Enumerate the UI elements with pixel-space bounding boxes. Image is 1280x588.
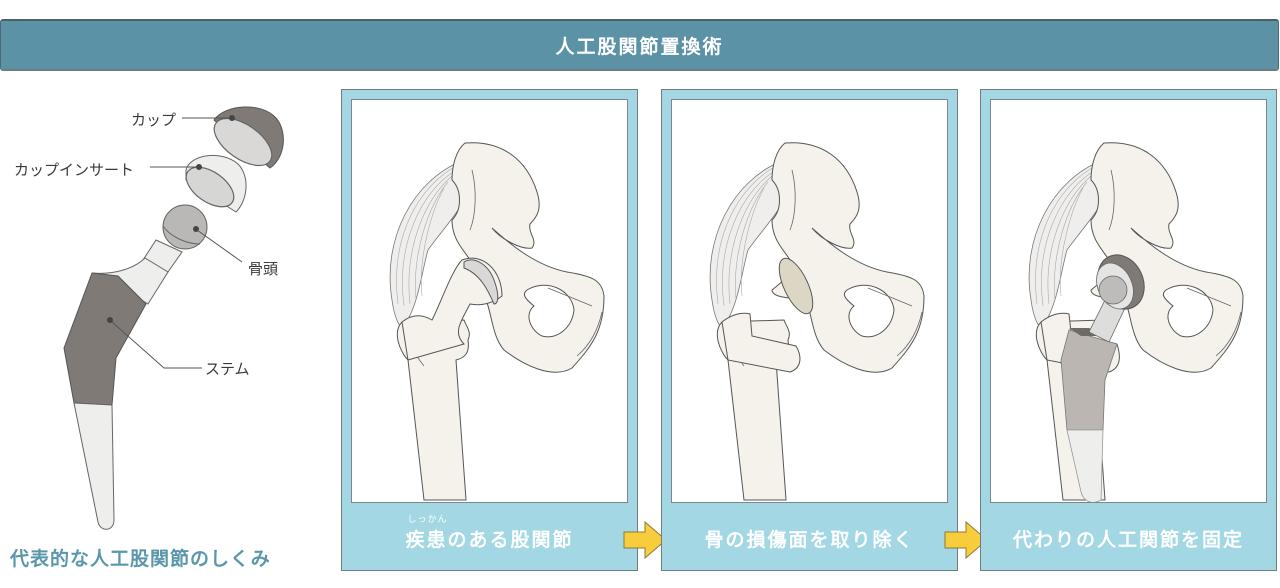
step-panel-3: 代わりの人工関節を固定: [980, 89, 1277, 571]
label-cup-insert: カップインサート: [14, 161, 135, 179]
label-cup: カップ: [131, 111, 177, 129]
implant-illustration: [63, 106, 284, 530]
step-1-illustration-frame: [351, 99, 628, 503]
cup-insert-shape: [150, 154, 247, 213]
furigana: しっかん: [407, 514, 448, 525]
title-bar: 人工股関節置換術: [0, 19, 1279, 71]
prepared-socket: [778, 257, 814, 315]
label-stem: ステム: [205, 360, 250, 378]
cup-shape: [182, 106, 284, 169]
femoral-head-shape: [162, 204, 243, 263]
stem-in-femur: [1060, 329, 1118, 431]
label-femoral-head: 骨頭: [248, 260, 279, 278]
damaged-cartilage: [463, 259, 499, 305]
step-panel-1: しっかん 疾患のある股関節: [341, 89, 638, 571]
implant-caption: 代表的な人工股関節のしくみ: [10, 548, 271, 570]
implant-fixed-illustration: [1028, 142, 1244, 502]
neck-shape: [91, 239, 183, 305]
bone-removal-illustration: [709, 142, 925, 501]
page-title: 人工股関節置換術: [555, 35, 724, 58]
step-panel-2: 骨の損傷面を取り除く: [661, 89, 958, 571]
step-3-caption: 代わりの人工関節を固定: [1012, 528, 1244, 551]
arrow-right-icon: [944, 521, 988, 559]
arrow-right-icon: [623, 521, 667, 559]
step-2-illustration-frame: [671, 99, 948, 503]
implant-diagram: カップ カップインサート 骨頭 ステム: [0, 90, 330, 550]
stem-shape: [63, 272, 202, 530]
head: [1098, 275, 1128, 305]
step-1-caption: しっかん 疾患のある股関節: [342, 508, 637, 568]
diseased-hip-illustration: [389, 142, 605, 501]
step-2-caption: 骨の損傷面を取り除く: [704, 528, 915, 551]
step-3-illustration-frame: [990, 99, 1267, 503]
